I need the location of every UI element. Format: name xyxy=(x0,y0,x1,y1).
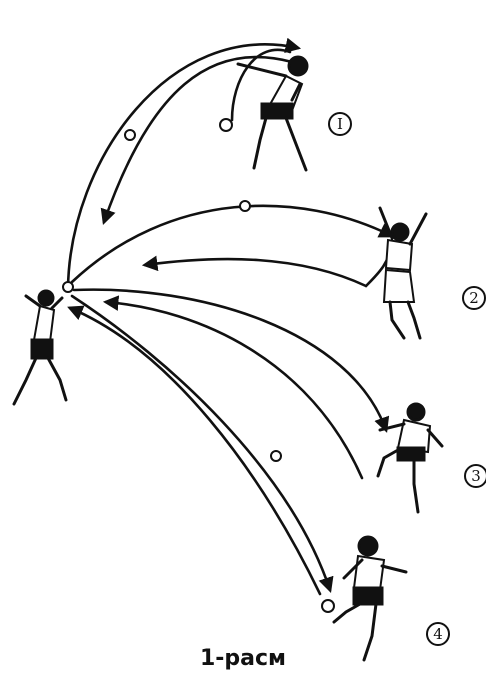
arc-4-return xyxy=(70,308,320,594)
arc-2-return xyxy=(145,259,366,286)
ball xyxy=(125,130,135,140)
ball xyxy=(271,451,281,461)
figure-caption: 1-расм xyxy=(0,646,486,671)
player-4 xyxy=(334,537,406,660)
ball xyxy=(220,119,232,131)
arc-3-out xyxy=(74,290,386,430)
label-3: 3 xyxy=(471,467,481,485)
label-4: 4 xyxy=(433,625,443,643)
player-3 xyxy=(378,404,442,512)
player-1 xyxy=(238,57,307,170)
ball xyxy=(322,600,334,612)
player-2 xyxy=(380,208,426,338)
ball xyxy=(240,201,250,211)
receiver-player xyxy=(14,291,66,404)
balls xyxy=(63,119,334,612)
label-2: 2 xyxy=(469,289,479,307)
arc-4-out xyxy=(72,296,330,590)
ball xyxy=(63,282,73,292)
arc-1-outer xyxy=(68,44,298,288)
label-1: I xyxy=(337,115,343,133)
arc-2-out xyxy=(72,206,392,282)
